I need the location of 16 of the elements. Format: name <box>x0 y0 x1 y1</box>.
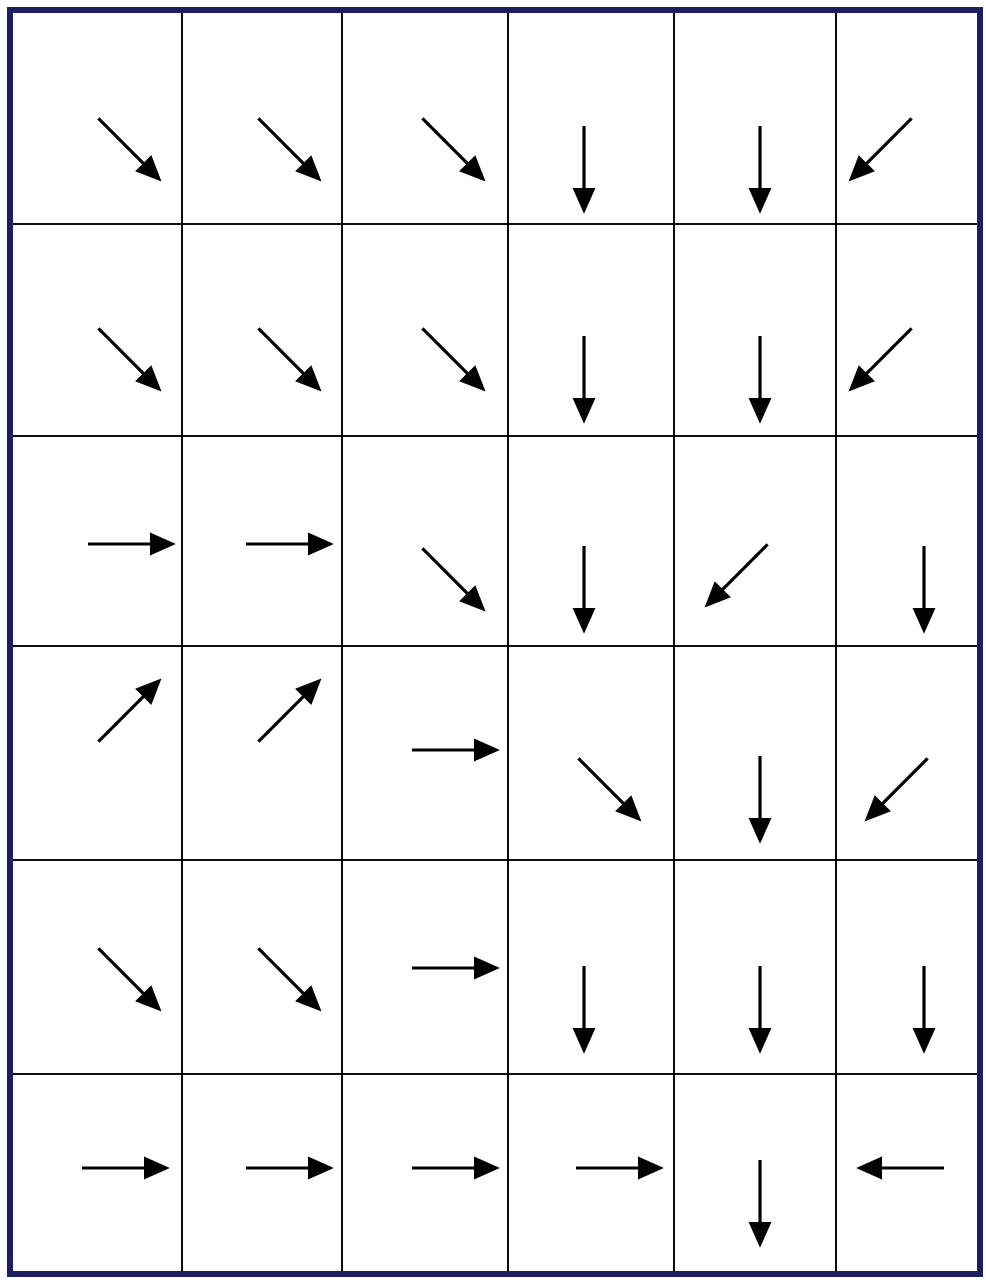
grid-cell <box>507 435 675 647</box>
grid-cell <box>341 223 509 437</box>
grid-cell <box>181 859 343 1075</box>
grid-cell <box>181 645 343 861</box>
grid-cell <box>507 645 675 861</box>
grid-cell <box>673 859 837 1075</box>
grid-cell <box>507 223 675 437</box>
grid-cell <box>181 435 343 647</box>
grid-cell <box>673 223 837 437</box>
grid-cell <box>673 645 837 861</box>
grid-cell <box>507 859 675 1075</box>
grid-cell <box>181 223 343 437</box>
grid-cell <box>341 645 509 861</box>
grid-cell <box>341 859 509 1075</box>
grid-cell <box>673 435 837 647</box>
grid-cell <box>341 435 509 647</box>
